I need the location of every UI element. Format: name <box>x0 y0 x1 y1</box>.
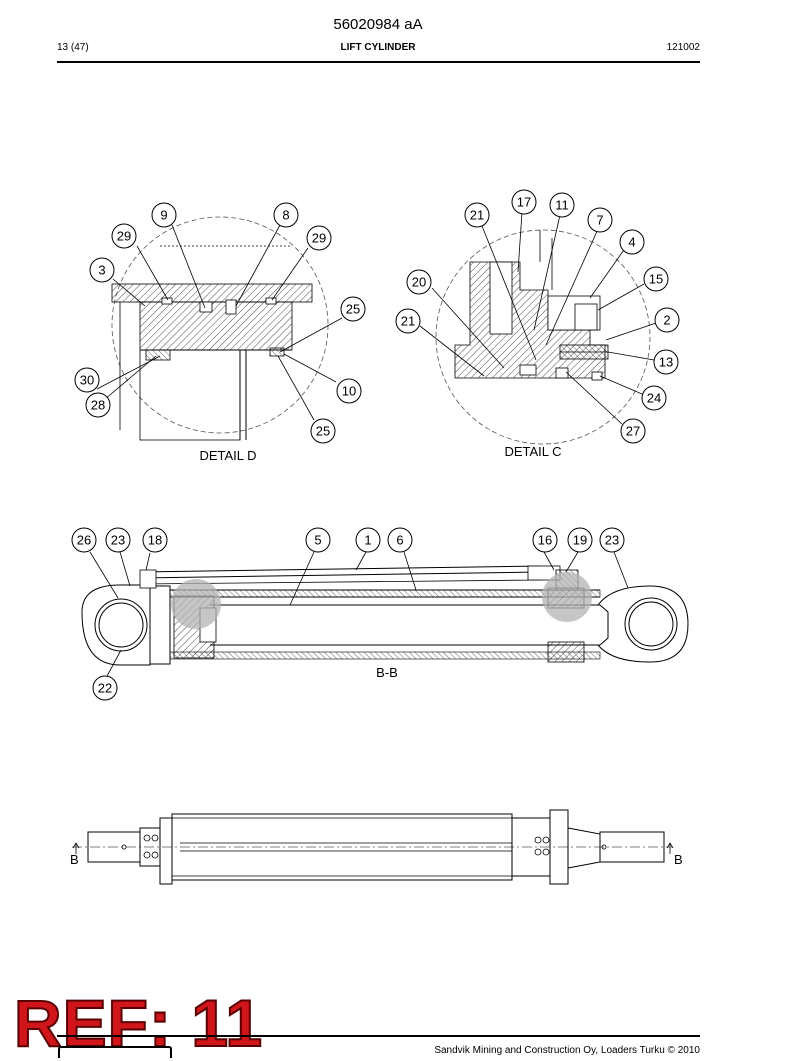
callout-4: 4 <box>619 229 645 255</box>
svg-text:20: 20 <box>412 275 426 290</box>
svg-text:4: 4 <box>628 235 635 250</box>
callout-17: 17 <box>511 189 537 215</box>
svg-text:27: 27 <box>626 424 640 439</box>
detail-c-boundary <box>435 229 651 445</box>
callout-16: 16 <box>532 527 558 553</box>
svg-text:18: 18 <box>148 533 162 548</box>
header-divider <box>57 61 700 63</box>
callout-21: 21 <box>395 308 421 334</box>
svg-text:23: 23 <box>111 533 125 548</box>
callout-3: 3 <box>89 257 115 283</box>
svg-text:6: 6 <box>396 533 403 548</box>
ref-stamp: REF: 11 <box>13 985 264 1061</box>
page-number: 13 (47) <box>57 42 89 53</box>
svg-text:16: 16 <box>538 533 552 548</box>
svg-text:10: 10 <box>342 384 356 399</box>
callout-22: 22 <box>92 675 118 701</box>
callout-6: 6 <box>387 527 413 553</box>
right-eye <box>597 585 689 663</box>
svg-text:3: 3 <box>98 263 105 278</box>
callout-9: 9 <box>151 202 177 228</box>
callout-2: 2 <box>654 307 680 333</box>
callout-29: 29 <box>306 225 332 251</box>
svg-text:28: 28 <box>91 398 105 413</box>
callout-23: 23 <box>599 527 625 553</box>
svg-text:11: 11 <box>555 198 569 213</box>
footer-divider <box>57 1035 700 1037</box>
svg-text:29: 29 <box>117 229 131 244</box>
svg-text:5: 5 <box>314 533 321 548</box>
company-logo <box>58 1046 172 1058</box>
detail-c-label: DETAIL C <box>504 444 561 459</box>
svg-text:2: 2 <box>663 313 670 328</box>
right-rod-end <box>599 831 665 863</box>
detail-d <box>96 216 343 441</box>
callout-30: 30 <box>74 367 100 393</box>
detail-d-highlight <box>171 579 221 629</box>
barrel-lower-wall <box>169 651 601 660</box>
barrel-upper-wall <box>169 589 601 598</box>
callout-10: 10 <box>336 378 362 404</box>
callout-21: 21 <box>464 202 490 228</box>
section-b-b <box>81 551 689 679</box>
callout-7: 7 <box>587 207 613 233</box>
callout-23: 23 <box>105 527 131 553</box>
section-mark-right: B <box>674 852 683 867</box>
side-view <box>72 809 674 885</box>
svg-text:19: 19 <box>573 533 587 548</box>
svg-text:23: 23 <box>605 533 619 548</box>
callout-20: 20 <box>406 269 432 295</box>
section-bb-label: B-B <box>376 665 398 680</box>
detail-d-boundary <box>111 216 329 434</box>
callout-28: 28 <box>85 392 111 418</box>
svg-text:25: 25 <box>346 302 360 317</box>
callout-8: 8 <box>273 202 299 228</box>
callout-29: 29 <box>111 223 137 249</box>
svg-text:30: 30 <box>80 373 94 388</box>
detail-c-highlight <box>542 572 592 622</box>
rod-body <box>139 349 241 441</box>
callout-25: 25 <box>340 296 366 322</box>
svg-text:21: 21 <box>470 208 484 223</box>
svg-text:24: 24 <box>647 391 661 406</box>
left-eye <box>81 584 151 666</box>
svg-text:9: 9 <box>160 208 167 223</box>
svg-text:26: 26 <box>77 533 91 548</box>
document-number: 56020984 aA <box>333 16 423 33</box>
svg-text:21: 21 <box>401 314 415 329</box>
callout-25: 25 <box>310 418 336 444</box>
svg-text:17: 17 <box>517 195 531 210</box>
svg-text:8: 8 <box>282 208 289 223</box>
drawing-code: 121002 <box>666 42 700 53</box>
callout-26: 26 <box>71 527 97 553</box>
callout-27: 27 <box>620 418 646 444</box>
copyright-text: Sandvik Mining and Construction Oy, Load… <box>434 1045 700 1056</box>
svg-text:13: 13 <box>659 355 673 370</box>
svg-text:1: 1 <box>364 533 371 548</box>
svg-text:29: 29 <box>312 231 326 246</box>
tube-wall-section <box>111 283 313 303</box>
callout-5: 5 <box>305 527 331 553</box>
svg-text:15: 15 <box>649 272 663 287</box>
barrel-outline <box>171 813 513 881</box>
page-title: LIFT CYLINDER <box>340 42 416 53</box>
callout-19: 19 <box>567 527 593 553</box>
section-mark-left: B <box>70 852 79 867</box>
callout-18: 18 <box>142 527 168 553</box>
callout-13: 13 <box>653 349 679 375</box>
svg-text:7: 7 <box>596 213 603 228</box>
callout-11: 11 <box>549 192 575 218</box>
svg-text:25: 25 <box>316 424 330 439</box>
callout-1: 1 <box>355 527 381 553</box>
callout-15: 15 <box>643 266 669 292</box>
detail-c <box>419 211 657 445</box>
gland-lower <box>547 641 585 663</box>
svg-text:22: 22 <box>98 681 112 696</box>
piston-section <box>139 301 293 351</box>
callout-24: 24 <box>641 385 667 411</box>
detail-d-label: DETAIL D <box>199 448 256 463</box>
